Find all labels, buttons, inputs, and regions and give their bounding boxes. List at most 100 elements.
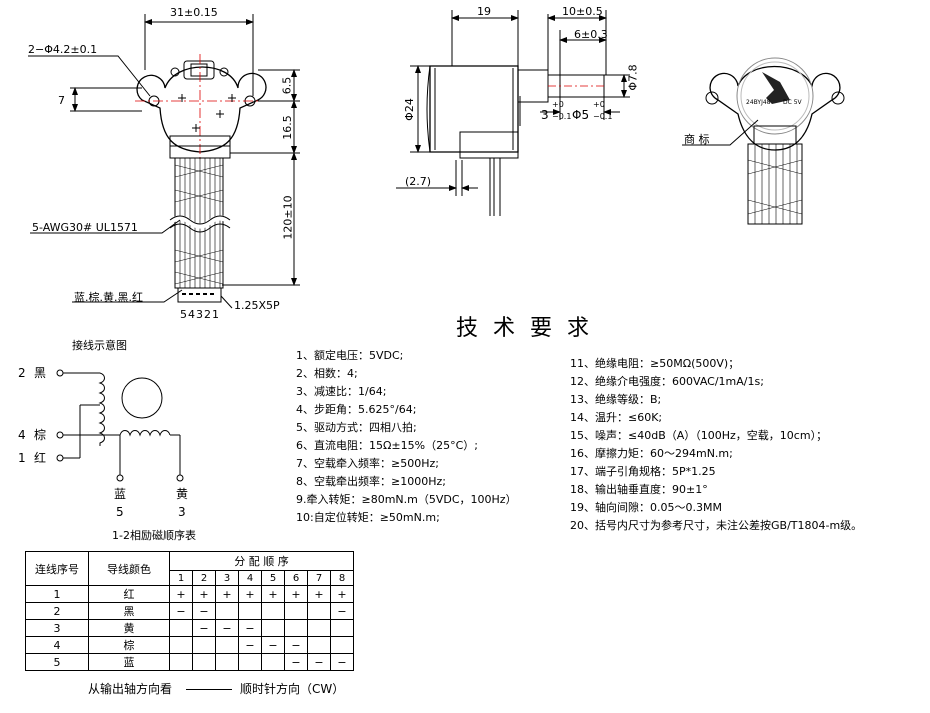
row-wire-color: 黄 — [88, 619, 170, 637]
wiring-schematic — [56, 369, 184, 482]
step-header: 2 — [192, 570, 216, 586]
spec-item: 9.牵入转矩：≥80mN.m（5VDC，100Hz） — [296, 493, 517, 506]
row-wire-no: 2 — [25, 602, 89, 620]
step-header: 3 — [215, 570, 239, 586]
wiring-title: 接线示意图 — [72, 339, 127, 352]
spec-item: 3、减速比：1/64; — [296, 385, 387, 398]
wire2-num: 2 — [18, 366, 26, 380]
dim-3-tol-bot: −0.1 — [552, 112, 572, 121]
wire1-num: 1 — [18, 451, 26, 465]
wire2-color: 黑 — [34, 366, 47, 380]
side-view — [396, 10, 630, 216]
trademark-label: 商 标 — [684, 133, 710, 146]
row-wire-color: 红 — [88, 585, 170, 603]
spec-item: 17、端子引角规格：5P*1.25 — [570, 465, 716, 478]
dim-7-8: Φ7.8 — [626, 64, 640, 91]
sequence-cell — [238, 602, 262, 620]
spec-item: 5、驱动方式：四相八拍; — [296, 421, 417, 434]
spec-item: 8、空载牵出频率：≥1000Hz; — [296, 475, 446, 488]
footer-view-direction: 从输出轴方向看 — [88, 682, 173, 696]
dim-7: 7 — [58, 94, 65, 107]
model-label: 24BYJ48 — [746, 99, 771, 106]
wire3-num: 3 — [178, 505, 186, 519]
spec-item: 12、绝缘介电强度：600VAC/1mA/1s; — [570, 375, 764, 388]
row-wire-no: 1 — [25, 585, 89, 603]
connector-label: 1.25X5P — [234, 299, 280, 312]
front-view — [28, 14, 300, 309]
row-wire-no: 3 — [25, 619, 89, 637]
sequence-cell: + — [169, 585, 193, 603]
sequence-cell — [215, 636, 239, 654]
spec-item: 19、轴向间隙：0.05～0.3MM — [570, 501, 722, 514]
sequence-cell — [284, 602, 308, 620]
spec-item: 10:自定位转矩：≥50mN.m; — [296, 511, 440, 524]
dim-120: 120±10 — [281, 195, 295, 240]
sequence-cell: + — [284, 585, 308, 603]
footer-dash — [186, 689, 232, 690]
specs-right: 11、绝缘电阻：≥50MΩ(500V)； 12、绝缘介电强度：600VAC/1m… — [570, 355, 862, 535]
sequence-cell — [261, 653, 285, 671]
sequence-cell — [261, 602, 285, 620]
row-wire-no: 4 — [25, 636, 89, 654]
row-wire-color: 蓝 — [88, 653, 170, 671]
sequence-cell — [261, 619, 285, 637]
spec-item: 14、温升：≤60K; — [570, 411, 663, 424]
sequence-cell: − — [192, 619, 216, 637]
sequence-cell — [330, 636, 354, 654]
step-header: 1 — [169, 570, 193, 586]
pin-numbers: 54321 — [180, 308, 220, 321]
spec-item: 11、绝缘电阻：≥50MΩ(500V)； — [570, 357, 740, 370]
dim-19: 19 — [477, 5, 491, 18]
dim-10: 10±0.5 — [562, 5, 603, 18]
sequence-cell: − — [307, 653, 331, 671]
wire-colors-label: 蓝.棕.黄.黑.红 — [74, 291, 143, 304]
sequence-cell — [307, 602, 331, 620]
spec-item: 4、步距角：5.625°/64; — [296, 403, 417, 416]
sequence-cell — [284, 619, 308, 637]
spec-item: 6、直流电阻：15Ω±15%（25°C）; — [296, 439, 478, 452]
sequence-cell — [215, 602, 239, 620]
dim-5-tol-bot: −0.1 — [593, 112, 613, 121]
sequence-cell: + — [238, 585, 262, 603]
voltage-label: DC 5V — [783, 99, 802, 106]
dim-3: 3 — [541, 108, 549, 122]
specs-left: 1、额定电压：5VDC; 2、相数：4; 3、减速比：1/64; 4、步距角：5… — [296, 347, 517, 527]
spec-item: 20、括号内尺寸为参考尺寸，未注公差按GB/T1804-m级。 — [570, 519, 863, 532]
step-header: 6 — [284, 570, 308, 586]
spec-item: 15、噪声：≤40dB（A）（100Hz，空载，10cm）； — [570, 429, 828, 442]
wire1-color: 红 — [34, 451, 47, 465]
dim-width-31: 31±0.15 — [170, 6, 218, 19]
excitation-caption: 1-2相励磁顺序表 — [112, 529, 196, 542]
sequence-cell: − — [261, 636, 285, 654]
spec-item: 13、绝缘等级：B; — [570, 393, 662, 406]
sequence-cell: − — [238, 619, 262, 637]
header-sequence: 分 配 顺 序 — [169, 551, 354, 571]
sequence-cell — [238, 653, 262, 671]
wire4-num: 4 — [18, 428, 26, 442]
wire-spec-label: 5-AWG30# UL1571 — [32, 221, 138, 234]
wire5-color: 蓝 — [114, 487, 127, 501]
sequence-cell: − — [330, 602, 354, 620]
spec-item: 2、相数：4; — [296, 367, 358, 380]
step-header: 4 — [238, 570, 262, 586]
wire3-color: 黄 — [176, 487, 189, 501]
sequence-cell: + — [215, 585, 239, 603]
wire4-color: 棕 — [34, 428, 47, 442]
sequence-cell: − — [238, 636, 262, 654]
sequence-cell — [307, 636, 331, 654]
sequence-cell: − — [284, 653, 308, 671]
dim-holes: 2−Φ4.2±0.1 — [28, 43, 98, 56]
dim-3-tol-top: +0 — [552, 100, 564, 109]
sequence-cell: + — [307, 585, 331, 603]
sequence-cell — [169, 636, 193, 654]
sequence-cell: − — [215, 619, 239, 637]
dim-2-7: (2.7) — [405, 175, 432, 188]
spec-item: 1、额定电压：5VDC; — [296, 349, 404, 362]
sequence-cell: + — [330, 585, 354, 603]
